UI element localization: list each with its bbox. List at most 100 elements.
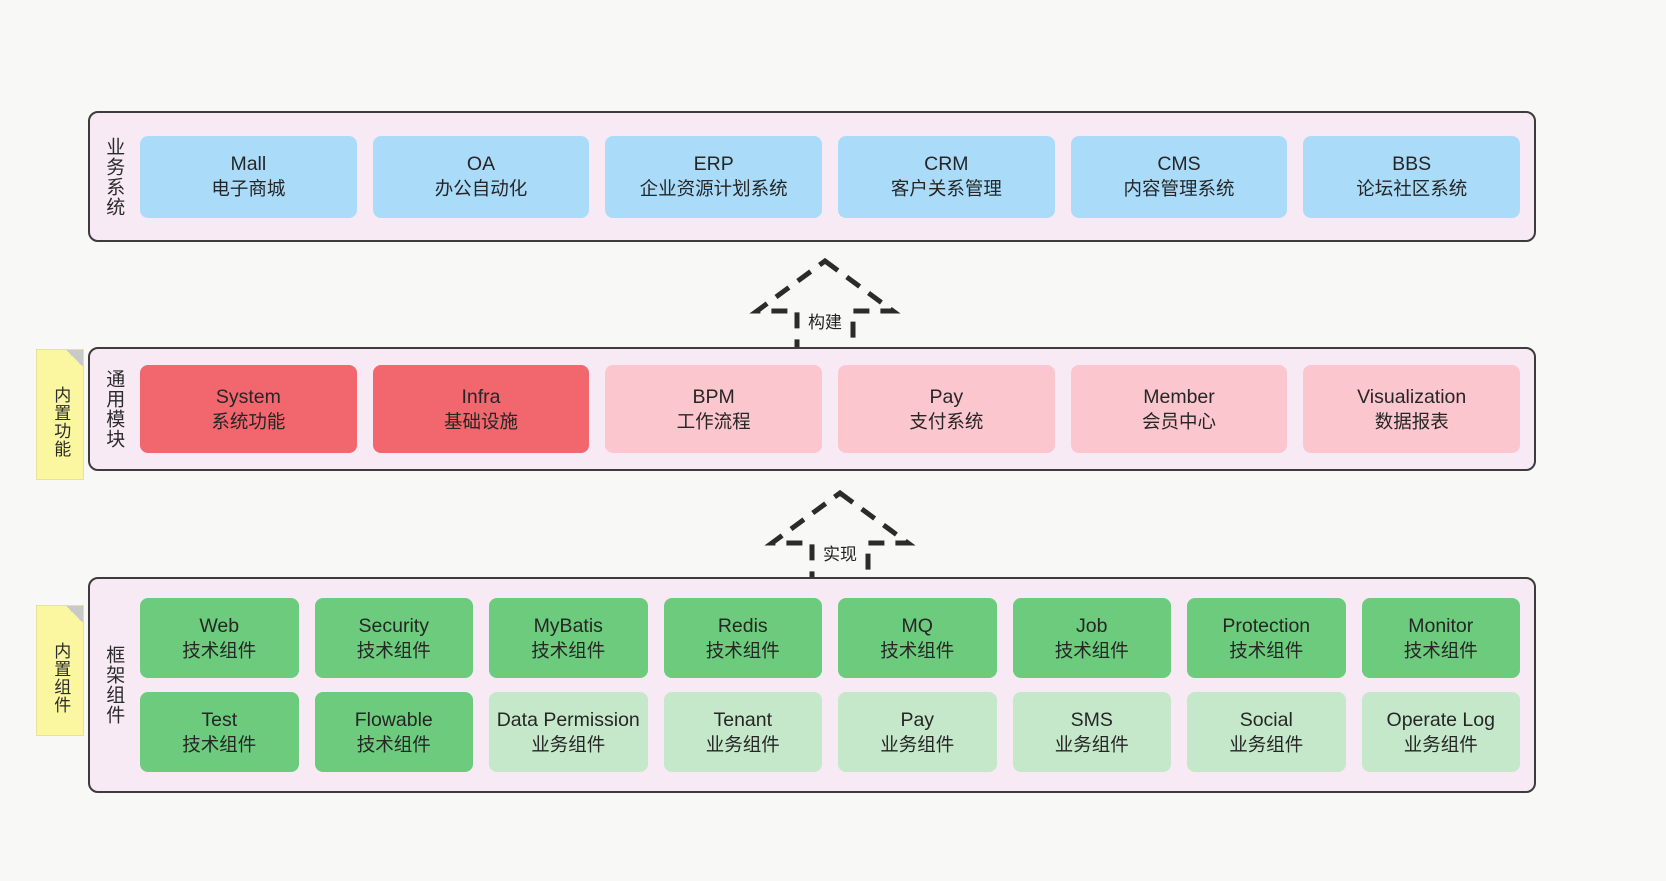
- card-flowable[interactable]: Flowable 技术组件: [314, 692, 473, 772]
- card-title: OA: [466, 153, 496, 176]
- card-subtitle: 系统功能: [211, 410, 286, 432]
- card-data-permission[interactable]: Data Permission 业务组件: [489, 692, 648, 772]
- card-visualization[interactable]: Visualization 数据报表: [1303, 365, 1521, 453]
- card-test[interactable]: Test 技术组件: [140, 692, 299, 772]
- modules-card-row: System 系统功能 Infra 基础设施 BPM 工作流程 Pay 支付系统…: [140, 365, 1521, 453]
- layer-common-modules-label: 通用模块: [103, 369, 125, 449]
- card-mq[interactable]: MQ 技术组件: [838, 598, 997, 678]
- connector-build-label: 构建: [806, 308, 844, 333]
- card-cms[interactable]: CMS 内容管理系统: [1070, 135, 1288, 218]
- card-title: SMS: [1070, 708, 1113, 731]
- layer-framework-components-label: 框架组件: [103, 645, 125, 725]
- card-title: Visualization: [1357, 385, 1467, 408]
- card-sms[interactable]: SMS 业务组件: [1012, 692, 1171, 772]
- connector-build: 构建: [735, 255, 915, 355]
- card-tenant[interactable]: Tenant 业务组件: [663, 692, 822, 772]
- card-subtitle: 技术组件: [356, 639, 431, 661]
- card-bpm[interactable]: BPM 工作流程: [605, 365, 823, 453]
- sticky-note-builtin-components: 内置组件: [36, 605, 84, 736]
- card-subtitle: 业务组件: [880, 733, 955, 755]
- card-title: BPM: [692, 385, 735, 408]
- card-erp[interactable]: ERP 企业资源计划系统: [605, 135, 823, 218]
- card-title: ERP: [693, 153, 734, 176]
- card-mybatis[interactable]: MyBatis 技术组件: [489, 598, 648, 678]
- layer-business-system-label: 业务系统: [103, 136, 125, 217]
- card-title: Tenant: [713, 708, 773, 731]
- card-protection[interactable]: Protection 技术组件: [1187, 598, 1346, 678]
- card-subtitle: 业务组件: [1403, 733, 1478, 755]
- card-mall[interactable]: Mall 电子商城: [140, 135, 357, 218]
- card-subtitle: 技术组件: [531, 639, 606, 661]
- business-card-row: Mall 电子商城 OA 办公自动化 ERP 企业资源计划系统 CRM 客户关系…: [140, 135, 1521, 218]
- card-subtitle: 业务组件: [1054, 733, 1129, 755]
- card-title: Infra: [461, 385, 501, 408]
- card-subtitle: 技术组件: [880, 639, 955, 661]
- card-oa[interactable]: OA 办公自动化: [372, 135, 590, 218]
- card-title: BBS: [1392, 153, 1432, 176]
- dashed-hollow-arrow-up-icon: [764, 489, 916, 586]
- card-subtitle: 技术组件: [705, 639, 780, 661]
- card-subtitle: 技术组件: [182, 639, 257, 661]
- card-title: Protection: [1222, 614, 1311, 637]
- card-social[interactable]: Social 业务组件: [1187, 692, 1346, 772]
- card-subtitle: 办公自动化: [434, 178, 528, 200]
- card-security[interactable]: Security 技术组件: [314, 598, 473, 678]
- card-title: Pay: [900, 708, 935, 731]
- card-subtitle: 技术组件: [1229, 639, 1304, 661]
- card-subtitle: 电子商城: [211, 178, 286, 200]
- card-subtitle: 技术组件: [1403, 639, 1478, 661]
- card-title: MyBatis: [533, 614, 603, 637]
- card-title: System: [215, 385, 281, 408]
- sticky-note-label: 内置功能: [51, 385, 71, 458]
- card-title: Member: [1143, 385, 1215, 408]
- layer-common-modules: 通用模块 System 系统功能 Infra 基础设施 BPM 工作流程 Pay…: [88, 347, 1536, 471]
- layer-framework-components: 框架组件 Web 技术组件 Security 技术组件 MyBatis 技术组件…: [88, 577, 1536, 793]
- card-bbs[interactable]: BBS 论坛社区系统: [1303, 135, 1521, 218]
- card-title: Data Permission: [496, 708, 640, 731]
- connector-realize-label: 实现: [821, 540, 859, 565]
- card-infra[interactable]: Infra 基础设施: [372, 365, 590, 453]
- sticky-note-label: 内置组件: [51, 641, 71, 714]
- card-web[interactable]: Web 技术组件: [140, 598, 299, 678]
- card-subtitle: 基础设施: [444, 410, 519, 432]
- layer-business-system: 业务系统 Mall 电子商城 OA 办公自动化 ERP 企业资源计划系统 CRM…: [88, 111, 1536, 242]
- card-title: Job: [1076, 614, 1108, 637]
- card-title: Redis: [717, 614, 768, 637]
- card-subtitle: 业务组件: [1229, 733, 1304, 755]
- card-title: Operate Log: [1386, 708, 1495, 731]
- card-title: Security: [358, 614, 429, 637]
- card-subtitle: 工作流程: [676, 410, 751, 432]
- card-subtitle: 技术组件: [1054, 639, 1129, 661]
- card-title: Pay: [929, 385, 964, 408]
- layer-business-system-body: Mall 电子商城 OA 办公自动化 ERP 企业资源计划系统 CRM 客户关系…: [136, 113, 1534, 240]
- card-crm[interactable]: CRM 客户关系管理: [838, 135, 1055, 218]
- card-monitor[interactable]: Monitor 技术组件: [1361, 598, 1520, 678]
- card-subtitle: 论坛社区系统: [1356, 178, 1468, 200]
- card-pay-module[interactable]: Pay 支付系统: [838, 365, 1055, 453]
- card-title: CRM: [924, 153, 969, 176]
- card-member[interactable]: Member 会员中心: [1070, 365, 1288, 453]
- card-title: Mall: [230, 153, 267, 176]
- layer-framework-components-body: Web 技术组件 Security 技术组件 MyBatis 技术组件 Redi…: [136, 579, 1534, 791]
- card-system[interactable]: System 系统功能: [140, 365, 357, 453]
- card-redis[interactable]: Redis 技术组件: [663, 598, 822, 678]
- card-title: Monitor: [1408, 614, 1474, 637]
- framework-biz-row: Test 技术组件 Flowable 技术组件 Data Permission …: [140, 692, 1520, 772]
- card-subtitle: 会员中心: [1142, 410, 1217, 432]
- sticky-note-builtin-features: 内置功能: [36, 349, 84, 480]
- card-subtitle: 业务组件: [705, 733, 780, 755]
- card-subtitle: 客户关系管理: [890, 178, 1002, 200]
- card-title: Social: [1239, 708, 1293, 731]
- card-title: Test: [201, 708, 238, 731]
- card-title: MQ: [901, 614, 933, 637]
- card-pay-component[interactable]: Pay 业务组件: [838, 692, 997, 772]
- card-subtitle: 技术组件: [356, 733, 431, 755]
- card-operate-log[interactable]: Operate Log 业务组件: [1361, 692, 1520, 772]
- card-title: Flowable: [354, 708, 433, 731]
- card-subtitle: 企业资源计划系统: [639, 178, 788, 200]
- framework-tech-row: Web 技术组件 Security 技术组件 MyBatis 技术组件 Redi…: [140, 598, 1520, 678]
- card-job[interactable]: Job 技术组件: [1012, 598, 1171, 678]
- card-title: CMS: [1157, 153, 1201, 176]
- card-title: Web: [199, 614, 240, 637]
- connector-realize: 实现: [750, 487, 930, 587]
